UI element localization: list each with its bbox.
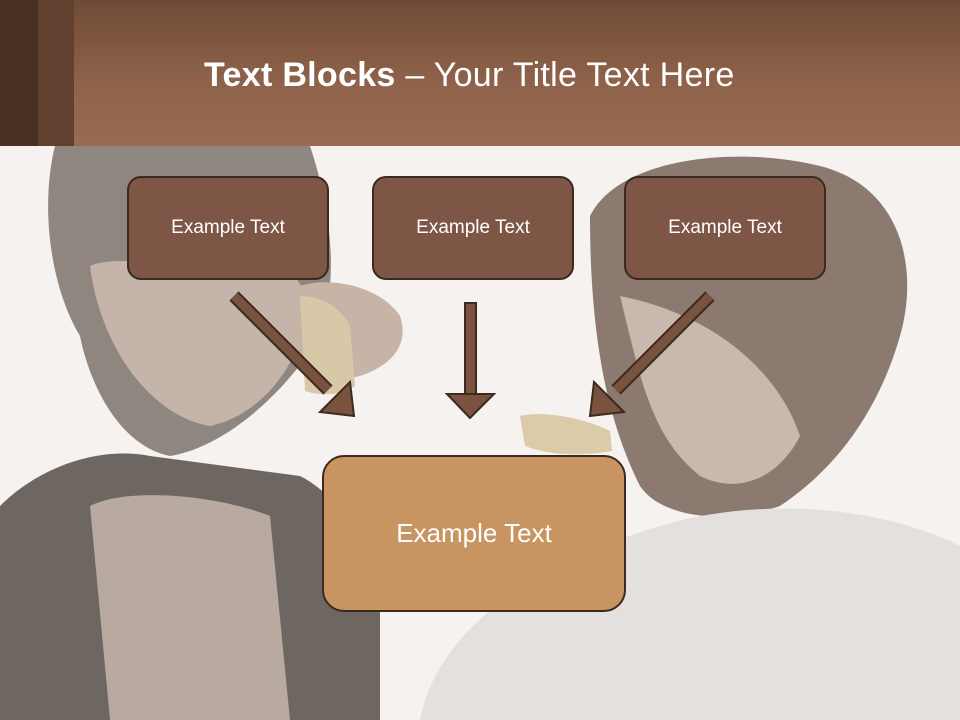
text-block-1-label: Example Text [171, 217, 285, 238]
title-separator: – [395, 56, 434, 94]
arrow-center [444, 302, 497, 420]
text-block-2-label: Example Text [416, 217, 530, 238]
header-accent-mid [38, 0, 74, 146]
title-bold: Text Blocks [204, 56, 396, 94]
text-block-3[interactable]: Example Text [624, 176, 826, 280]
main-text-block-label: Example Text [396, 518, 552, 548]
main-text-block[interactable]: Example Text [322, 455, 626, 612]
header-accent-dark [0, 0, 38, 146]
text-block-1[interactable]: Example Text [127, 176, 329, 280]
text-block-2[interactable]: Example Text [372, 176, 574, 280]
header-band: Text Blocks – Your Title Text Here [0, 0, 960, 146]
title-rest: Your Title Text Here [433, 56, 735, 94]
arrow-left [229, 291, 356, 418]
arrow-right [588, 291, 715, 418]
slide-title: Text Blocks – Your Title Text Here [204, 56, 735, 95]
text-block-3-label: Example Text [668, 217, 782, 238]
